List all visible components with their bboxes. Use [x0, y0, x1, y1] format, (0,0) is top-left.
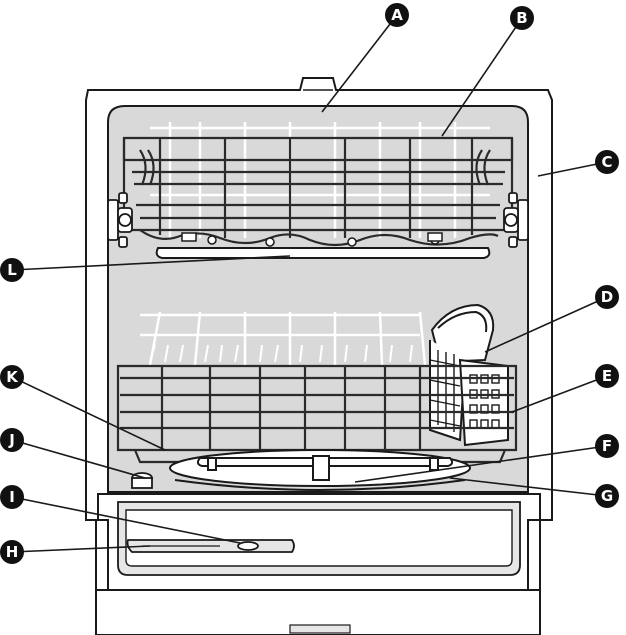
callout-label-b: B — [516, 9, 527, 27]
lower-spray-arm — [170, 450, 470, 486]
callout-label-e: E — [602, 367, 612, 385]
door-handle-notch — [290, 625, 350, 633]
callout-label-j: J — [8, 431, 15, 449]
callout-label-i: I — [9, 488, 15, 506]
upper-spray-arm — [157, 248, 490, 258]
callout-label-f: F — [602, 437, 612, 455]
detergent-dispenser — [128, 540, 295, 552]
callout-label-g: G — [601, 487, 613, 505]
callout-label-a: A — [391, 6, 403, 24]
door-liner-inner — [126, 510, 512, 566]
callout-label-l: L — [7, 261, 17, 279]
callout-label-d: D — [601, 288, 613, 306]
callout-label-k: K — [6, 368, 19, 386]
callout-label-h: H — [6, 543, 19, 561]
callout-label-c: C — [601, 153, 612, 171]
